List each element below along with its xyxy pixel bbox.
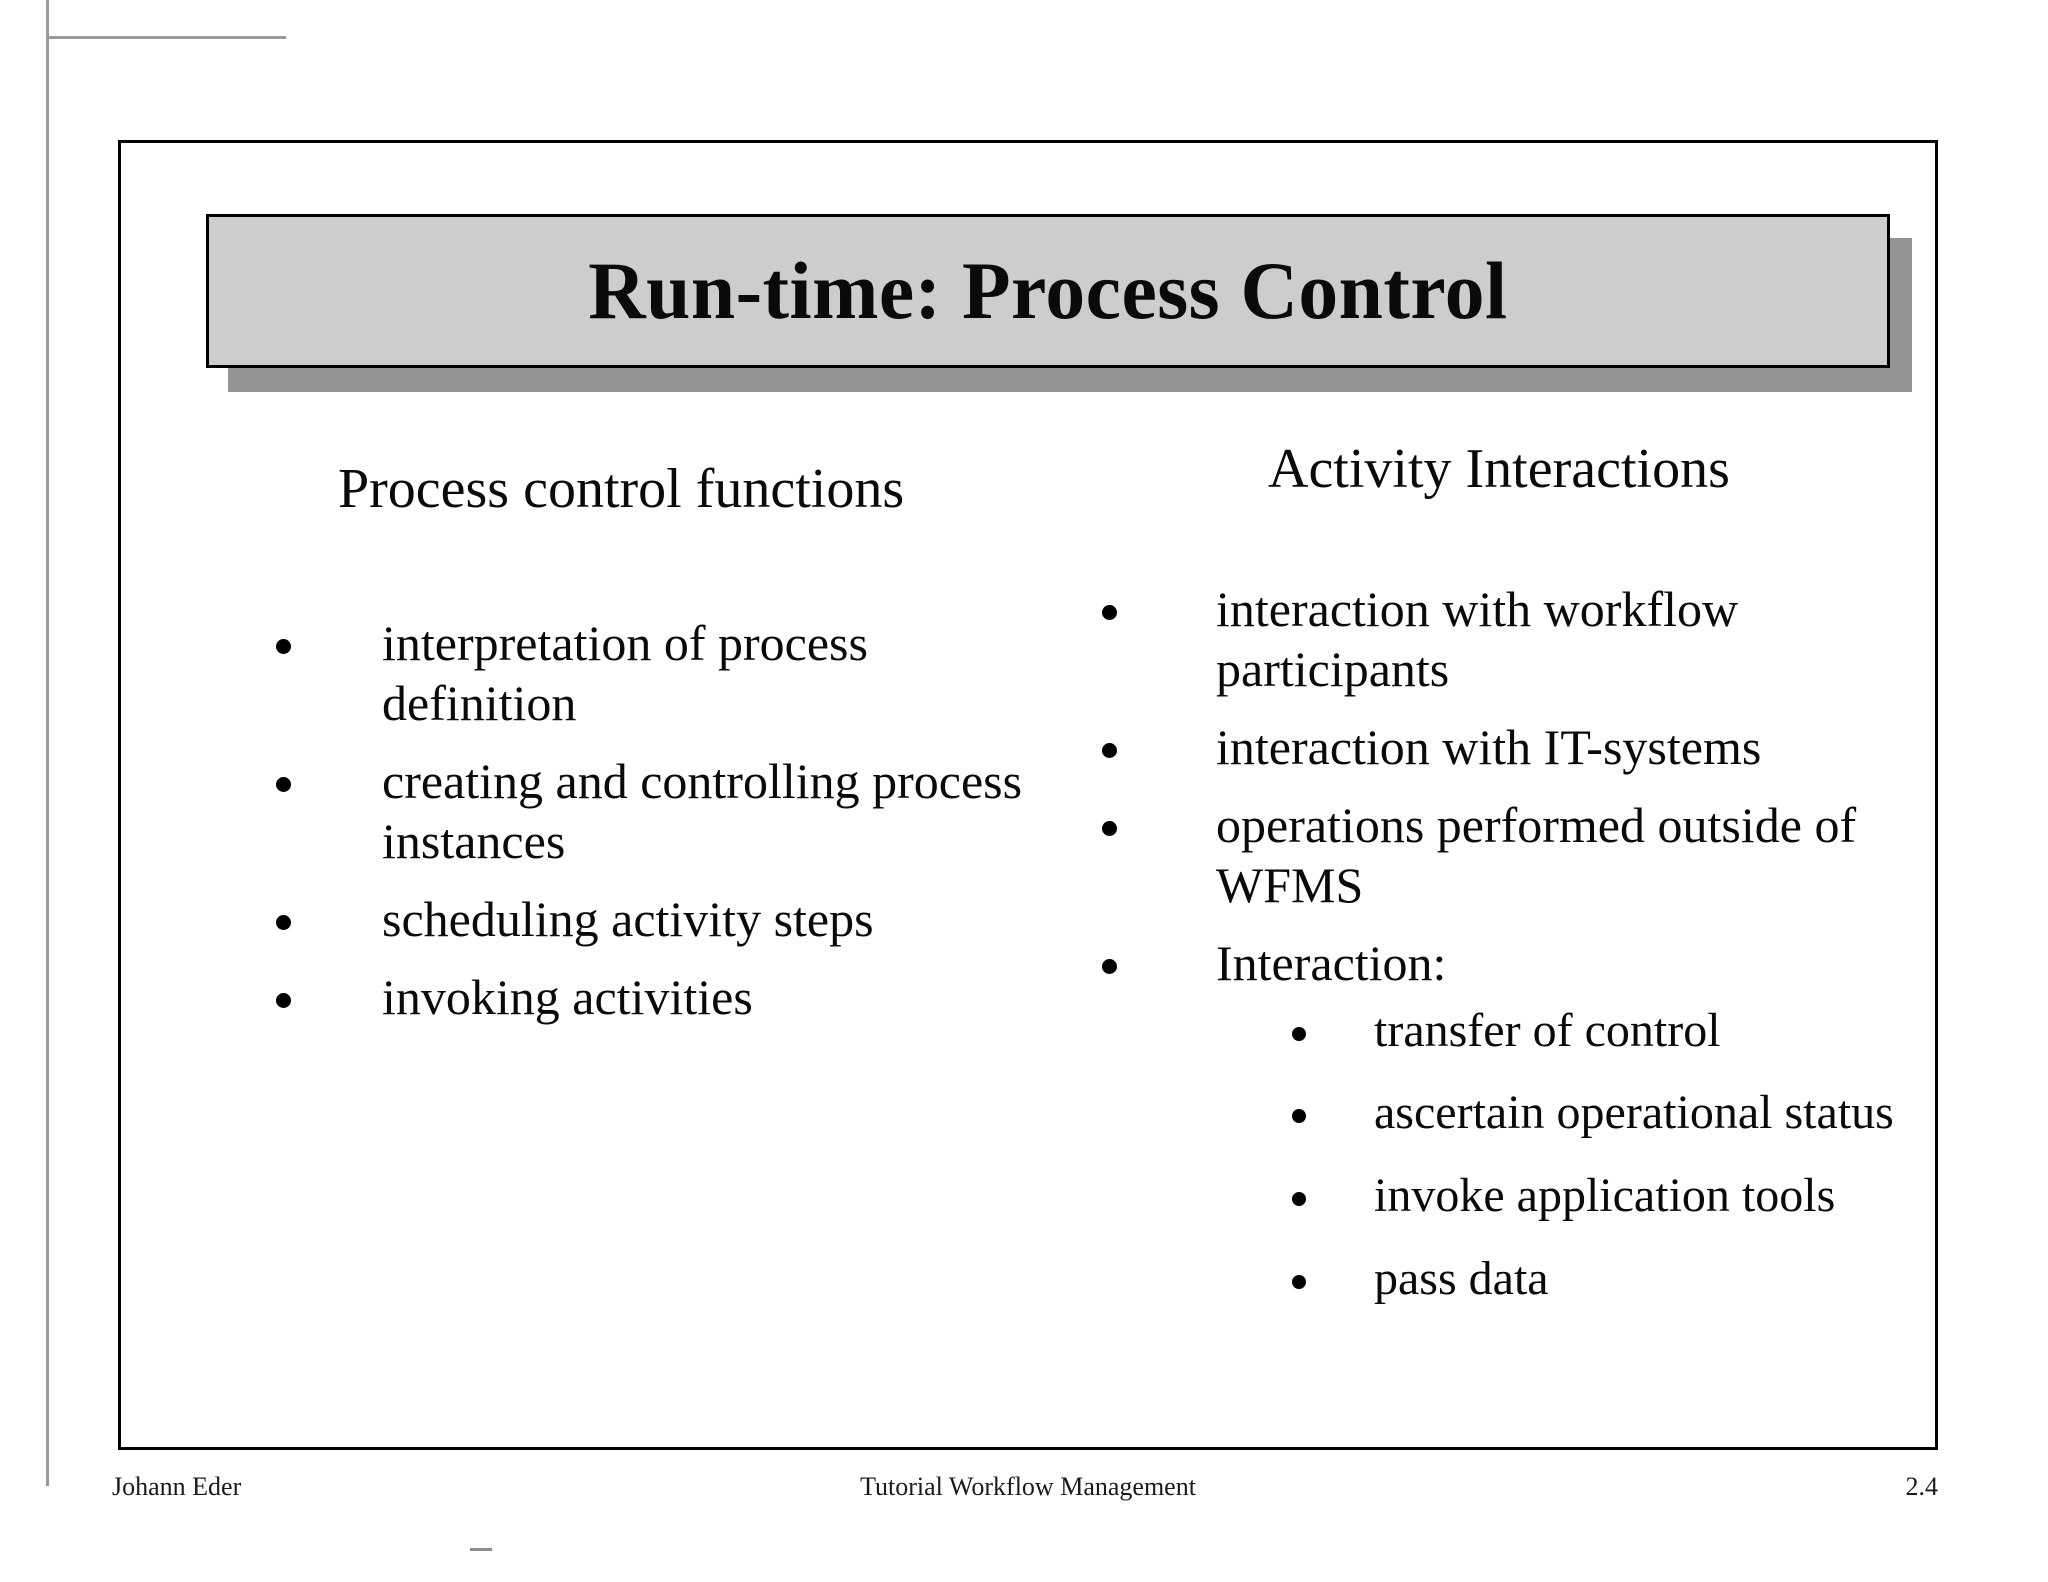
list-item: invoke application tools: [1232, 1168, 1918, 1225]
bullet-dot-icon: [1102, 958, 1117, 974]
list-item: scheduling activity steps: [254, 889, 1058, 949]
footer-document-title: Tutorial Workflow Management: [860, 1472, 1196, 1501]
slide-title: Run-time: Process Control: [588, 245, 1508, 336]
bullet-text: scheduling activity steps: [382, 890, 874, 947]
column-activity-interactions: Activity Interactions interaction with w…: [1078, 430, 1918, 1333]
sub-bullet-text: transfer of control: [1374, 1003, 1721, 1057]
sub-bullet-text: ascertain operational status: [1374, 1086, 1894, 1140]
scan-edge-vertical: [46, 0, 49, 1486]
bullet-list-right: interaction with workflow participants i…: [1078, 579, 1918, 1308]
sub-bullet-text: invoke application tools: [1374, 1168, 1836, 1222]
bullet-text: invoking activities: [382, 968, 753, 1025]
list-item: operations performed outside of WFMS: [1088, 795, 1918, 915]
column-process-control-functions: Process control functions interpretation…: [178, 430, 1058, 1045]
bullet-dot-icon: [1292, 1026, 1306, 1041]
footer-author: Johann Eder: [112, 1472, 242, 1501]
bullet-dot-icon: [1102, 604, 1117, 620]
bullet-text: operations performed outside of WFMS: [1216, 796, 1857, 913]
bullet-dot-icon: [1292, 1274, 1306, 1289]
list-item: transfer of control: [1232, 1003, 1918, 1060]
bullet-dot-icon: [1292, 1191, 1306, 1206]
bullet-dot-icon: [276, 638, 291, 654]
bullet-text: interpretation of process definition: [382, 614, 868, 731]
list-item: interpretation of process definition: [254, 613, 1058, 733]
bullet-dot-icon: [276, 776, 291, 792]
bullet-dot-icon: [1292, 1109, 1306, 1124]
bullet-text: interaction with IT-systems: [1216, 718, 1762, 775]
bullet-text: interaction with workflow participants: [1216, 580, 1739, 697]
title-banner: Run-time: Process Control: [206, 214, 1890, 368]
slide-content: Process control functions interpretation…: [118, 430, 1938, 1440]
column-heading-left: Process control functions: [338, 458, 905, 520]
bullet-text: Interaction:: [1216, 934, 1447, 991]
bullet-text: creating and controlling process instanc…: [382, 752, 1023, 869]
bullet-list-left: interpretation of process definition cre…: [178, 613, 1058, 1027]
list-item: interaction with workflow participants: [1088, 579, 1918, 699]
scan-bottom-tick: [470, 1548, 492, 1551]
list-item: ascertain operational status: [1232, 1085, 1918, 1142]
scan-edge-horizontal: [46, 36, 286, 39]
bullet-dot-icon: [1102, 742, 1117, 758]
bullet-dot-icon: [276, 914, 291, 930]
sub-bullet-text: pass data: [1374, 1251, 1549, 1305]
sub-bullet-list-interaction: transfer of control ascertain operationa…: [1216, 1003, 1918, 1308]
bullet-dot-icon: [276, 992, 291, 1008]
list-item: creating and controlling process instanc…: [254, 751, 1058, 871]
list-item: interaction with IT-systems: [1088, 717, 1918, 777]
slide-footer: Johann Eder Tutorial Workflow Management…: [112, 1472, 1939, 1520]
list-item: pass data: [1232, 1251, 1918, 1308]
bullet-dot-icon: [1102, 820, 1117, 836]
list-item: invoking activities: [254, 967, 1058, 1027]
column-heading-right: Activity Interactions: [1268, 438, 1730, 500]
footer-page-number: 2.4: [1905, 1472, 1939, 1501]
list-item: Interaction: transfer of control ascerta…: [1088, 933, 1918, 1308]
